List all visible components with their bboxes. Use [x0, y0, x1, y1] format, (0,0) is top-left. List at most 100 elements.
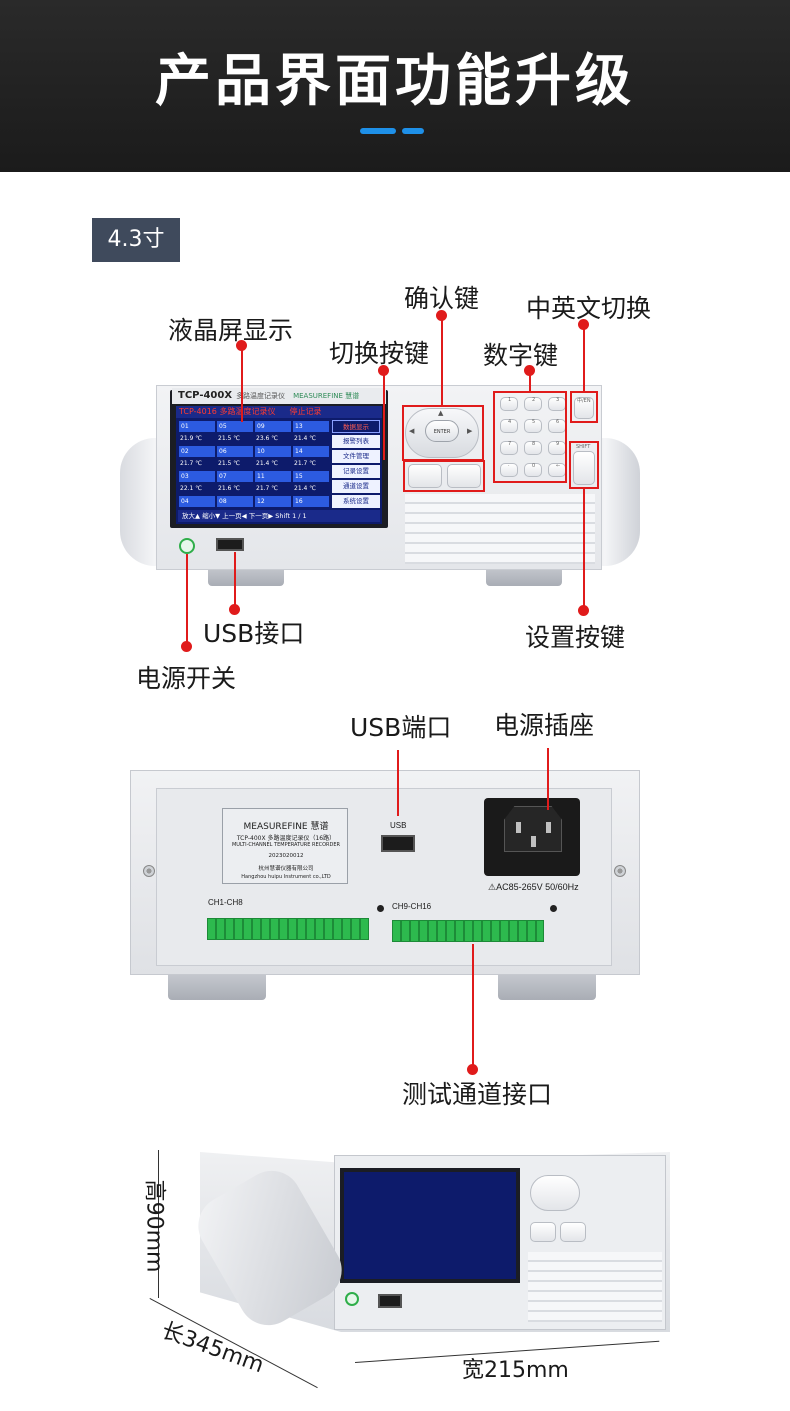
shift-key-label: SHIFT — [576, 444, 591, 450]
switch-up-key[interactable] — [408, 464, 442, 488]
angled-vent-grille — [528, 1252, 662, 1322]
lcd-cell: 21.4 ℃ — [256, 459, 279, 467]
keypad-key-label: 2 — [532, 397, 536, 403]
callout-box-setup — [569, 441, 599, 489]
keypad-key-label: 5 — [532, 419, 536, 425]
angled-switch-key — [530, 1222, 556, 1242]
rear-foot-right — [498, 970, 596, 1000]
lcd-cell: 21.9 ℃ — [180, 434, 203, 442]
language-key-label: 中/EN — [577, 398, 591, 404]
label-switch-key: 切换按键 — [329, 339, 430, 368]
arrow-up-icon[interactable]: ▲ — [438, 409, 444, 417]
lcd-cell: 03 — [178, 470, 216, 483]
keypad-key[interactable]: 0 — [524, 463, 542, 477]
arrow-right-icon[interactable]: ▶ — [467, 427, 473, 435]
keypad-key[interactable]: 1 — [500, 397, 518, 411]
keypad-key[interactable]: ← — [548, 463, 566, 477]
lcd-status: 停止记录 — [289, 407, 322, 416]
lcd-cell: 09 — [254, 420, 292, 433]
lcd-cell: 21.6 ℃ — [218, 484, 241, 492]
keypad-key-label: 4 — [508, 419, 512, 425]
power-spec-label: ⚠AC85-265V 50/60Hz — [488, 882, 579, 892]
lcd-cell: 04 — [178, 495, 216, 508]
keypad-key[interactable]: 4 — [500, 419, 518, 433]
lcd-header: TCP-4016 多路温度记录仪停止记录 — [176, 406, 382, 418]
callout-line-switch — [383, 372, 385, 460]
rear-usb-port[interactable] — [381, 835, 415, 852]
keypad-key[interactable]: · — [500, 463, 518, 477]
callout-box-lang — [570, 391, 598, 423]
switch-down-key[interactable] — [447, 464, 481, 488]
lcd-menu-item: 记录设置 — [332, 465, 380, 478]
lcd-cell: 07 — [216, 470, 254, 483]
lcd-cell: 21.7 ℃ — [180, 459, 203, 467]
label-power-switch: 电源开关 — [136, 664, 237, 693]
keypad-key[interactable]: 5 — [524, 419, 542, 433]
banner-accent-bar-left — [360, 128, 396, 134]
callout-line-setup — [583, 489, 585, 609]
height-dimension-line — [158, 1150, 159, 1298]
power-button[interactable] — [179, 538, 195, 554]
enter-key[interactable]: ENTER — [425, 420, 459, 442]
keypad-key-label: · — [508, 463, 510, 469]
lcd-cell: 06 — [216, 445, 254, 458]
front-usb-port[interactable] — [216, 538, 244, 551]
keypad-key[interactable]: 2 — [524, 397, 542, 411]
lcd-menu: 数据显示 报警列表 文件管理 记录设置 通道设置 系统设置 — [332, 420, 380, 510]
keypad-key[interactable]: 7 — [500, 441, 518, 455]
shift-key[interactable]: SHIFT — [573, 444, 595, 485]
callout-dot-power — [181, 641, 192, 652]
callout-line-usb — [234, 552, 236, 608]
arrow-left-icon[interactable]: ◀ — [409, 427, 415, 435]
callout-dot-confirm — [436, 310, 447, 321]
terminal-block-ch9-ch16[interactable] — [392, 920, 544, 942]
keypad-key[interactable]: 8 — [524, 441, 542, 455]
banner-accent-bar-right — [402, 128, 424, 134]
callout-line-power-socket — [547, 748, 549, 810]
callout-dot-lang — [578, 319, 589, 330]
angled-power-button — [345, 1292, 359, 1306]
rear-usb-label: USB — [390, 821, 407, 830]
lcd-cell: 21.7 ℃ — [294, 459, 317, 467]
screw-icon — [143, 865, 155, 877]
model-name-cn: 多路温度记录仪 — [236, 392, 286, 400]
terminal-block-ch1-ch8[interactable] — [207, 918, 369, 940]
callout-box-switch — [403, 460, 485, 492]
lcd-cell: 21.4 ℃ — [294, 484, 317, 492]
model-label: TCP-400X — [178, 390, 233, 401]
callout-line-lang — [583, 326, 585, 392]
lcd-cell: 21.5 ℃ — [218, 459, 241, 467]
callout-dot-setup — [578, 605, 589, 616]
lcd-menu-item: 系统设置 — [332, 495, 380, 508]
lcd-cell: 05 — [216, 420, 254, 433]
callout-dot-usb — [229, 604, 240, 615]
language-switch-key[interactable]: 中/EN — [574, 397, 594, 419]
label-usb-port: USB端口 — [350, 713, 452, 742]
callout-dot-numeric — [524, 365, 535, 376]
lcd-cell: 02 — [178, 445, 216, 458]
keypad-key-label: 9 — [556, 441, 560, 447]
channel-group-b-label: CH9-CH16 — [392, 902, 432, 911]
lcd-cell: 12 — [254, 495, 292, 508]
lcd-cell: 21.7 ℃ — [256, 484, 279, 492]
lcd-footer: 放大▲ 缩小▼ 上一页◀ 下一页▶ Shift 1 / 1 — [178, 510, 380, 522]
lcd-cell: 13 — [292, 420, 330, 433]
width-dimension-label: 宽215mm — [462, 1358, 569, 1383]
nameplate-en: MULTI-CHANNEL TEMPERATURE RECORDER — [231, 842, 341, 848]
height-dimension-label: 高90mm — [141, 1179, 167, 1273]
nameplate-model: TCP-400X 多路温度记录仪（16路） — [236, 835, 336, 842]
label-usb-interface: USB接口 — [203, 619, 305, 648]
callout-dot-channels — [467, 1064, 478, 1075]
label-setup-key: 设置按键 — [525, 623, 626, 652]
socket-pin — [531, 836, 536, 847]
keypad-key-label: 7 — [508, 441, 512, 447]
keypad-key[interactable]: 6 — [548, 419, 566, 433]
